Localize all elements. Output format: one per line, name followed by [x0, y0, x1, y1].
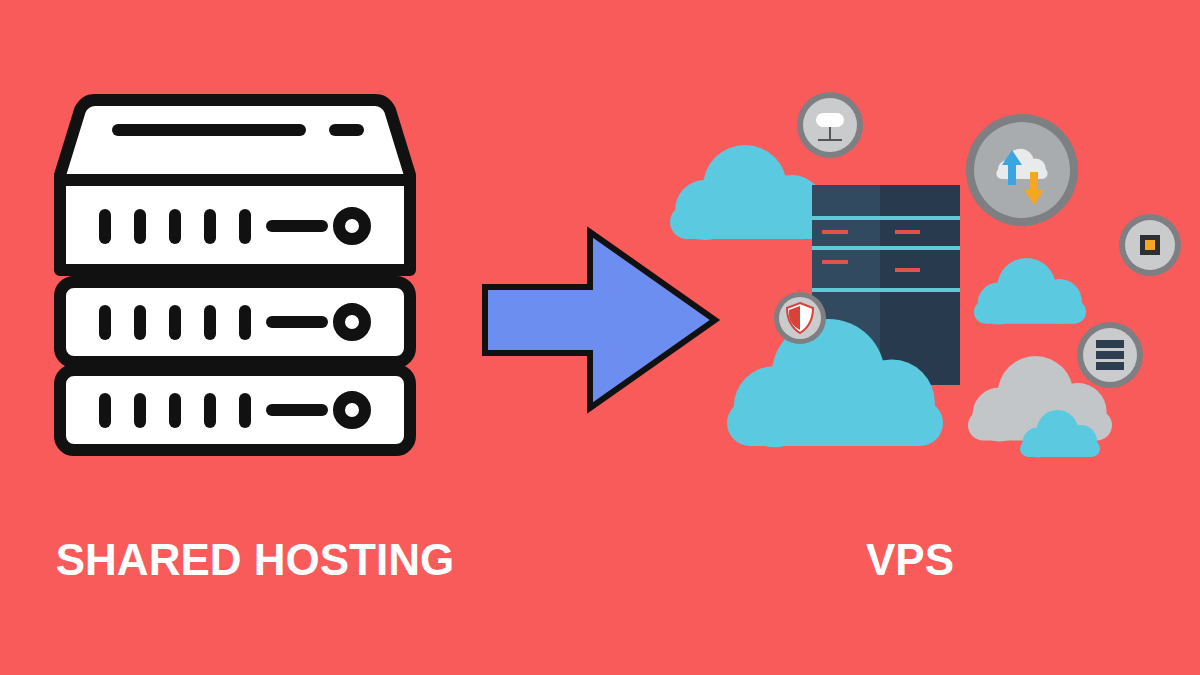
caption: SHARED HOSTING	[25, 535, 485, 585]
illustration-group: VPS	[715, 95, 1105, 595]
vps-illustration	[670, 92, 1181, 458]
block-arrow	[485, 232, 715, 408]
illustration-group: SHARED HOSTING	[25, 95, 485, 595]
caption: VPS	[715, 535, 1105, 585]
server-icon	[60, 100, 410, 450]
